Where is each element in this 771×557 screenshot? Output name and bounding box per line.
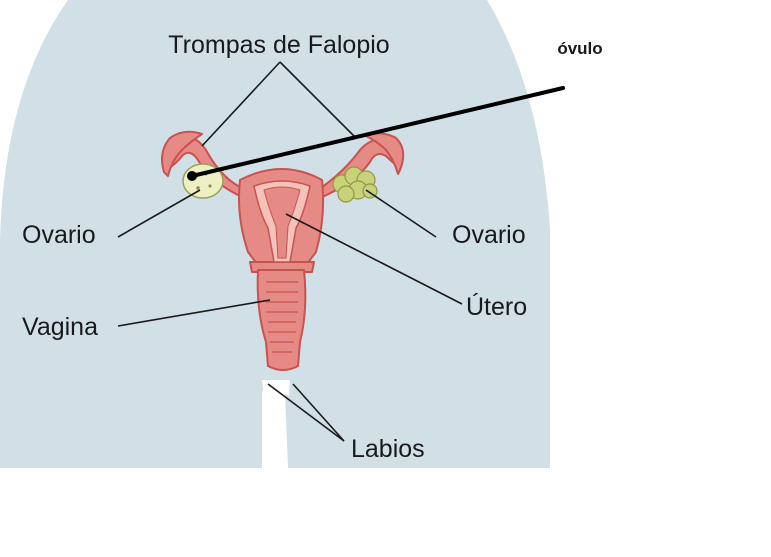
label-labia: Labios [351,435,425,463]
vagina-canal [256,269,307,371]
leader-lines [117,61,463,442]
right-ovary [332,166,378,203]
leader-ovary-left [117,189,201,238]
leader-ovary-right [365,189,437,238]
leader-uterus [285,213,463,305]
leader-fallopian-left [201,61,281,147]
label-vagina: Vagina [22,313,98,341]
leader-labia-left [267,383,345,442]
label-fallopian-tubes: Trompas de Falopio [168,31,389,59]
label-ovary-right: Ovario [452,221,526,249]
leg-gap [262,380,290,396]
leader-fallopian-right [279,61,357,139]
ovum-pointer-line [190,86,565,178]
leader-vagina [117,299,271,327]
leader-labia-right [292,383,345,442]
label-ovum: óvulo [557,39,602,58]
vaginal-rugae [266,281,298,353]
label-uterus: Útero [466,292,527,321]
label-ovary-left: Ovario [22,221,96,249]
left-fimbriae [161,130,203,177]
